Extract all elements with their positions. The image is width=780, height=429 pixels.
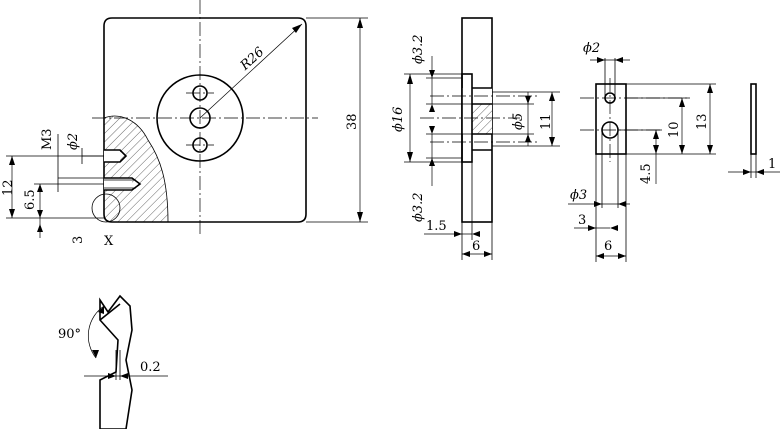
angle-arc [87, 305, 105, 359]
hole-label: ϕ2 [66, 133, 81, 150]
plate-view: 1 [728, 83, 780, 178]
boss-label: ϕ16 [391, 107, 406, 132]
detail-marker: X [104, 234, 114, 249]
section-break-line [103, 115, 169, 223]
dim-6-label: 6 [472, 239, 480, 254]
block-dim-6-label: 6 [604, 239, 612, 254]
hole-top-label: ϕ3.2 [411, 34, 426, 64]
front-view: R26 38 M3 ϕ2 12 [1, 0, 368, 249]
block-dim-4-5-label: 4.5 [639, 163, 654, 184]
depth-label: 0.2 [140, 360, 161, 375]
thread-label: M3 [40, 128, 55, 150]
plate-thickness-label: 1 [768, 157, 776, 172]
detail-circle [91, 193, 121, 223]
angle-label: 90° [58, 327, 81, 342]
hole-bottom-label: ϕ3.2 [411, 192, 426, 222]
thin-plate [750, 83, 757, 155]
bore-label: ϕ5 [511, 113, 526, 130]
block-outline [595, 83, 627, 155]
center-hole [189, 107, 211, 129]
detail-section [99, 294, 133, 429]
threaded-hole [104, 177, 142, 191]
detail-view: 90° 0.2 [58, 294, 168, 429]
block-dim-3-label: 3 [578, 213, 586, 228]
dim-3-label: 3 [71, 236, 86, 244]
block-dim-10-label: 10 [667, 121, 682, 138]
boss-circle [156, 74, 244, 162]
drilled-hole [104, 149, 128, 163]
block-view: ϕ2 ϕ3 3 6 10 13 [568, 41, 716, 262]
dim-1-5-label: 1.5 [426, 219, 447, 234]
dim-11-label: 11 [539, 113, 554, 130]
block-small-hole-label: ϕ2 [583, 41, 600, 56]
dim-12-label: 12 [1, 179, 16, 196]
block-dim-13-label: 13 [695, 113, 710, 130]
radius-leader [199, 23, 303, 119]
plate-outline [103, 17, 307, 223]
dim-6-5-label: 6.5 [23, 189, 38, 210]
block-large-hole-label: ϕ3 [570, 188, 587, 203]
side-view: ϕ3.2 ϕ16 ϕ3.2 ϕ5 11 1.5 [391, 17, 560, 260]
height-label: 38 [345, 113, 360, 130]
